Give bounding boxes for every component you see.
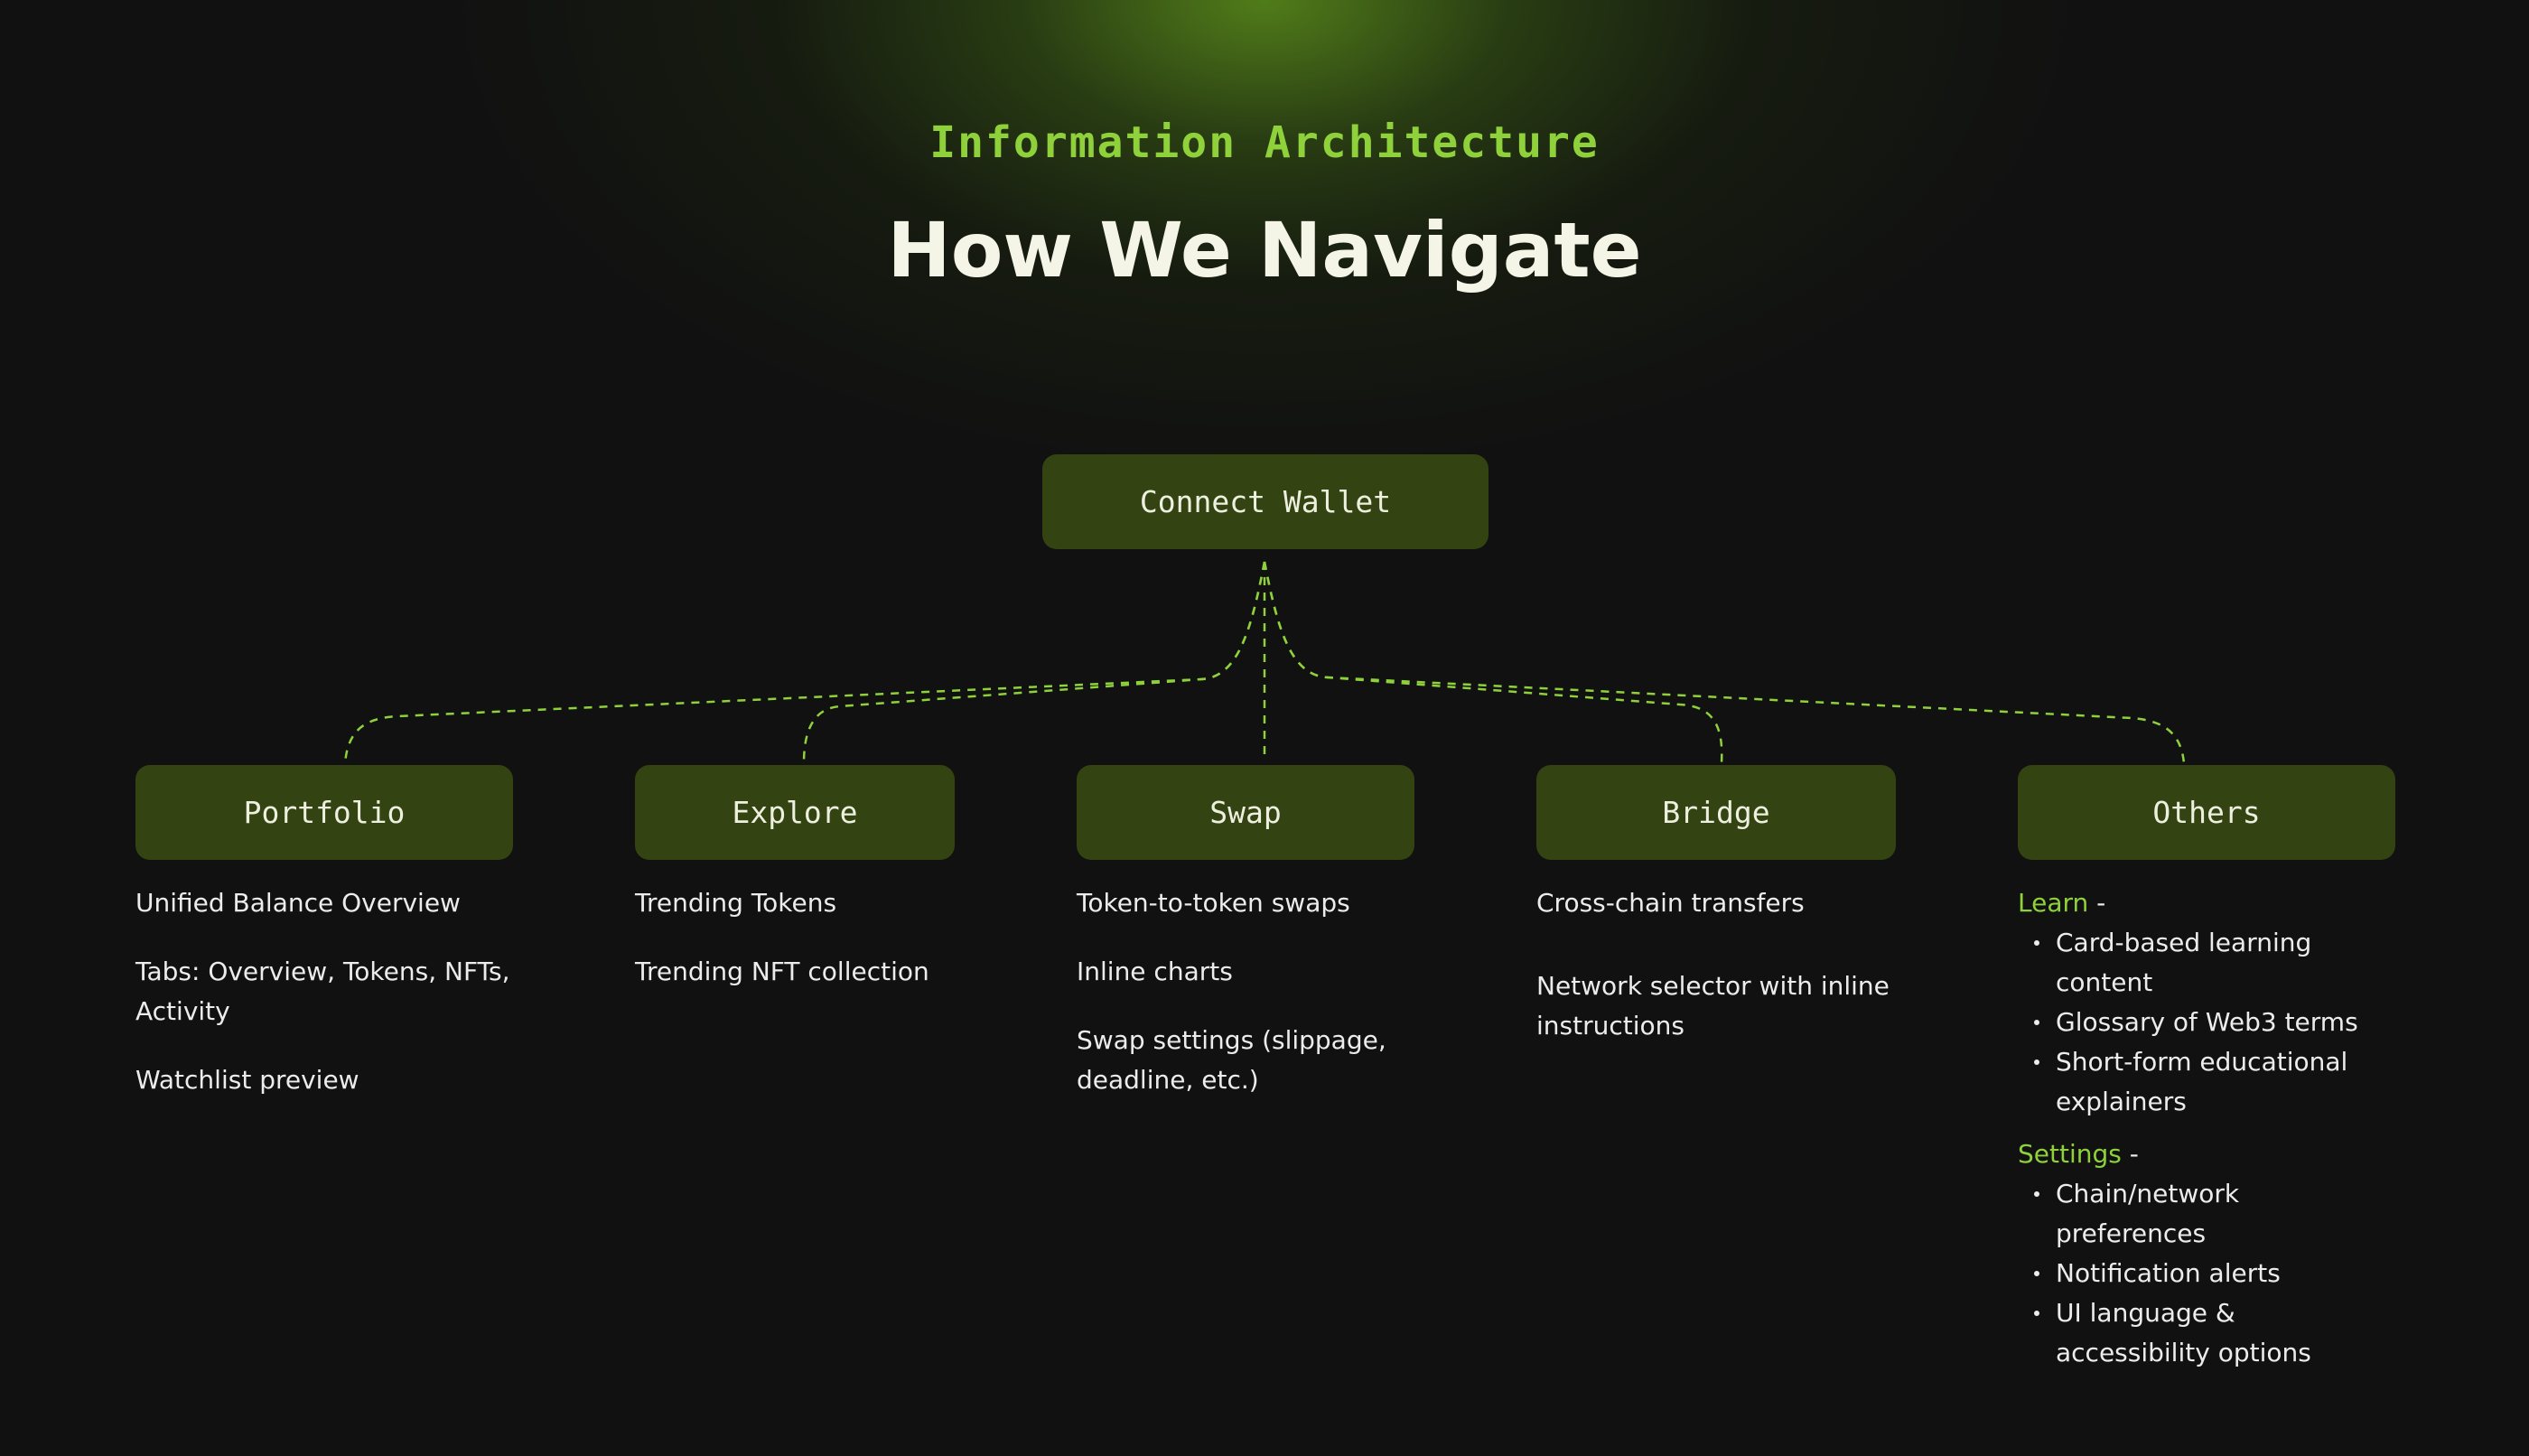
bullet-item: Card-based learning content (2034, 923, 2397, 1003)
section-title-text: Settings (2018, 1139, 2122, 1169)
page-title: How We Navigate (887, 206, 1642, 294)
list-item: Trending Tokens (635, 888, 837, 918)
node-bridge[interactable]: Bridge (1536, 765, 1896, 860)
list-item: Watchlist preview (135, 1065, 359, 1095)
node-label: Portfolio (243, 795, 406, 830)
connector-others (1263, 561, 2186, 764)
section-eyebrow: Information Architecture (929, 117, 1600, 168)
list-item: Trending NFT collection (635, 957, 929, 986)
list-item: Swap settings (slippage, deadline, etc.) (1077, 1025, 1386, 1095)
bullet-item: UI language & accessibility options (2034, 1293, 2397, 1373)
list-item: Inline charts (1077, 957, 1233, 986)
list-item: Unified Balance Overview (135, 888, 461, 918)
list-item: Cross-chain transfers (1536, 888, 1805, 918)
connector-explore (802, 561, 1266, 764)
section-title-suffix: - (2121, 1139, 2139, 1169)
others-details: Learn - Card-based learning content Glos… (2018, 883, 2397, 1386)
section-title-suffix: - (2088, 888, 2106, 918)
bullet-item: Short-form educational explainers (2034, 1042, 2397, 1122)
list-item: Tabs: Overview, Tokens, NFTs, Activity (135, 957, 510, 1026)
node-portfolio[interactable]: Portfolio (135, 765, 513, 860)
section-title-settings: Settings - (2018, 1134, 2397, 1174)
bullet-item: Chain/network preferences (2034, 1174, 2397, 1254)
explore-details: Trending Tokens Trending NFT collection (635, 883, 1023, 1021)
node-label: Others (2152, 795, 2261, 830)
node-label: Swap (1209, 795, 1282, 830)
swap-details: Token-to-token swaps Inline charts Swap … (1077, 883, 1429, 1129)
node-label: Explore (732, 795, 858, 830)
section-title-learn: Learn - (2018, 883, 2397, 923)
node-others[interactable]: Others (2018, 765, 2395, 860)
node-swap[interactable]: Swap (1077, 765, 1414, 860)
node-explore[interactable]: Explore (635, 765, 955, 860)
list-item: Token-to-token swaps (1077, 888, 1350, 918)
section-title-text: Learn (2018, 888, 2089, 918)
root-node-connect-wallet[interactable]: Connect Wallet (1042, 454, 1488, 549)
root-node-label: Connect Wallet (1139, 484, 1392, 519)
list-item: Network selector with inline instruction… (1536, 971, 1890, 1041)
connector-bridge (1263, 561, 1723, 764)
bullet-item: Glossary of Web3 terms (2034, 1003, 2397, 1042)
connector-portfolio (343, 561, 1266, 764)
node-label: Bridge (1662, 795, 1770, 830)
learn-bullet-list: Card-based learning content Glossary of … (2018, 923, 2397, 1122)
portfolio-details: Unified Balance Overview Tabs: Overview,… (135, 883, 524, 1129)
bridge-details: Cross-chain transfers Network selector w… (1536, 883, 1898, 1075)
bullet-item: Notification alerts (2034, 1254, 2397, 1293)
settings-bullet-list: Chain/network preferences Notification a… (2018, 1174, 2397, 1373)
